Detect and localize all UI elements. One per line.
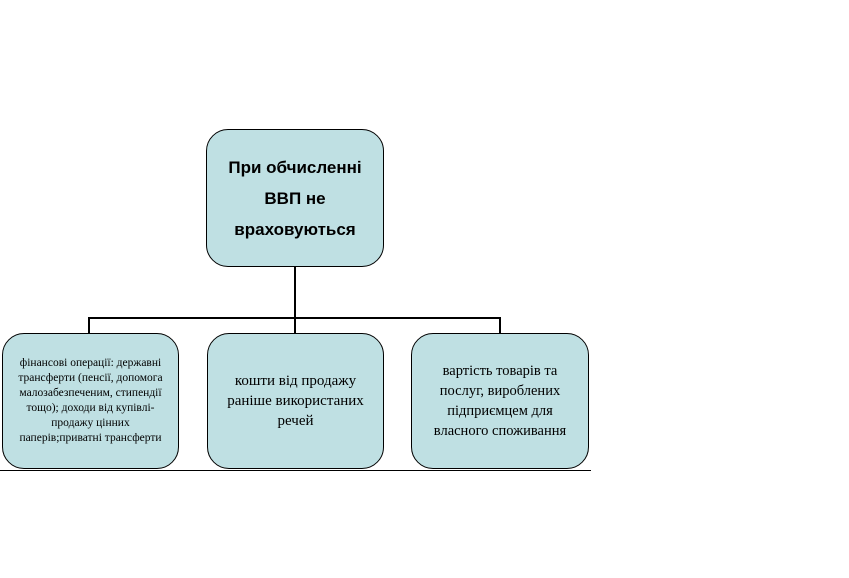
- child-node-used-goods: кошти від продажу раніше використаних ре…: [207, 333, 384, 469]
- child-node-self-consumption: вартість товарів та послуг, вироблених п…: [411, 333, 589, 469]
- connector-child-1: [88, 317, 90, 334]
- connector-child-3: [499, 317, 501, 334]
- child-node-label: кошти від продажу раніше використаних ре…: [227, 373, 364, 429]
- connector-root-down: [294, 267, 296, 318]
- bottom-divider: [0, 470, 591, 471]
- root-node-label: При обчисленні ВВП не враховуються: [228, 157, 362, 239]
- connector-child-2: [294, 317, 296, 334]
- root-node: При обчисленні ВВП не враховуються: [206, 129, 384, 267]
- child-node-label: фінансові операції: державні трансферти …: [18, 357, 163, 444]
- child-node-financial-operations: фінансові операції: державні трансферти …: [2, 333, 179, 469]
- child-node-label: вартість товарів та послуг, вироблених п…: [433, 363, 567, 439]
